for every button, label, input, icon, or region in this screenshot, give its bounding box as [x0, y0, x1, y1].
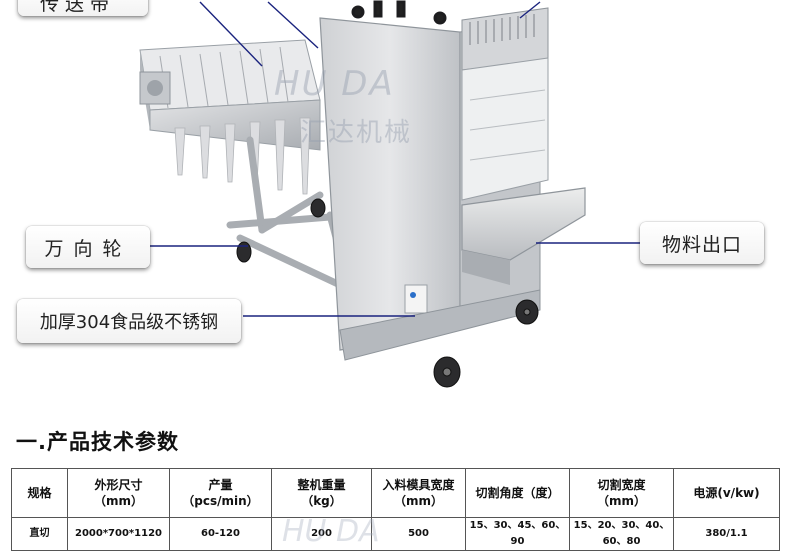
header-cell: 外形尺寸（mm）	[67, 468, 170, 518]
callout-caster-wheel: 万向轮	[26, 226, 150, 268]
brand-watermark-chinese: 汇达机械	[300, 118, 413, 148]
table-cell: 60-120	[169, 517, 272, 551]
header-cell: 规格	[11, 468, 68, 518]
table-watermark: HU DA	[282, 514, 380, 549]
table-row: 直切 2000*700*1120 60-120 200 500 15、30、45…	[11, 517, 780, 551]
table-cell: 直切	[11, 517, 68, 551]
callout-steel-label: 加厚304食品级不锈钢	[39, 312, 219, 333]
cabinet	[319, 0, 586, 361]
spec-table: 规格 外形尺寸（mm） 产量（pcs/min） 整机重量（kg） 入料模具宽度（…	[11, 468, 780, 551]
header-cell: 入料模具宽度（mm）	[371, 468, 466, 518]
callout-conveyor: 传送带	[18, 0, 148, 16]
callout-conveyor-label: 传送带	[40, 0, 116, 15]
callout-stainless-steel: 加厚304食品级不锈钢	[17, 299, 241, 343]
brand-watermark: HU DA	[274, 64, 395, 104]
product-image: HU DA 汇达机械 传送带 万向轮 物料出口 加厚304食品级不锈钢	[17, 0, 764, 388]
header-cell: 切割宽度（mm）	[569, 468, 674, 518]
callout-material-outlet: 物料出口	[640, 222, 764, 264]
table-cell: 200	[271, 517, 372, 551]
callout-outlet-label: 物料出口	[661, 233, 742, 256]
table-cell: 380/1.1	[673, 517, 780, 551]
conveyor-bed	[139, 39, 321, 195]
table-cell: 15、30、45、60、90	[465, 517, 570, 551]
callout-wheel-label: 万向轮	[44, 237, 132, 260]
table-cell: 15、20、30、40、60、80	[569, 517, 674, 551]
header-cell: 产量（pcs/min）	[169, 468, 272, 518]
header-cell: 切割角度（度）	[465, 468, 570, 518]
section-title: 一.产品技术参数	[16, 430, 179, 454]
table-header-row: 规格 外形尺寸（mm） 产量（pcs/min） 整机重量（kg） 入料模具宽度（…	[11, 468, 780, 518]
leader-lines	[150, 1, 640, 317]
header-cell: 电源(v/kw)	[673, 468, 780, 518]
header-cell: 整机重量（kg）	[271, 468, 372, 518]
table-cell: 500	[371, 517, 466, 551]
table-cell: 2000*700*1120	[67, 517, 170, 551]
machine-illustration	[139, 0, 640, 388]
caster-wheels	[236, 198, 539, 388]
